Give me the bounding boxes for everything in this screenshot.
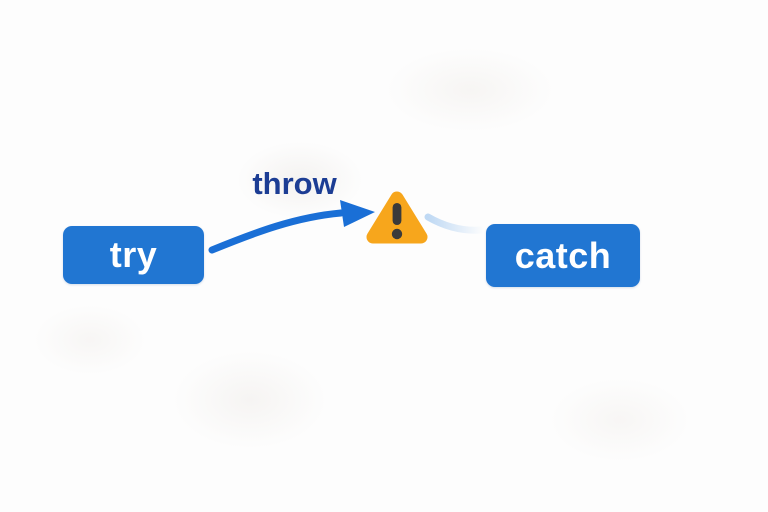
- warning-exclamation-bar: [392, 203, 402, 225]
- faint-arc-connector: [424, 213, 486, 234]
- throw-arrowhead: [340, 200, 375, 227]
- try-node-label: try: [109, 234, 158, 275]
- try-node: try: [63, 226, 204, 284]
- catch-node-label: catch: [514, 234, 612, 276]
- throw-arrow-shaft: [208, 209, 345, 254]
- warning-triangle-icon: [366, 191, 428, 244]
- catch-node: catch: [486, 224, 640, 287]
- warning-exclamation-dot: [391, 228, 403, 240]
- throw-edge-label: throw: [252, 166, 337, 201]
